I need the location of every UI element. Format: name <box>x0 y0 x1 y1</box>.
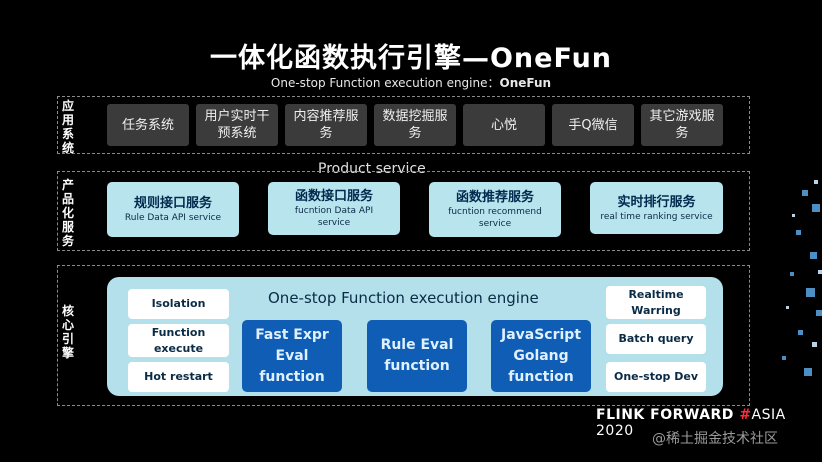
product-box-sub: real time ranking service <box>600 211 713 222</box>
engine-one-stop-dev: One-stop Dev <box>606 362 706 392</box>
product-box-rule-api: 规则接口服务 Rule Data API service <box>107 182 239 237</box>
engine-function-execute: Function execute <box>128 324 229 357</box>
product-service-layer <box>57 171 750 251</box>
product-service-title: Product service <box>318 161 426 177</box>
app-box-qq-wechat: 手Q微信 <box>552 104 634 146</box>
app-box-other-games: 其它游戏服务 <box>641 104 723 146</box>
page-subtitle: One-stop Function execution engine：OneFu… <box>0 74 822 91</box>
engine-js-golang: JavaScript Golang function <box>491 320 591 392</box>
footer-hash: # <box>739 407 752 423</box>
product-box-function-api: 函数接口服务 fucntion Data API service <box>268 182 400 235</box>
product-box-sub: fucntion recommend service <box>448 207 542 229</box>
app-box-task-system: 任务系统 <box>107 104 189 146</box>
product-box-sub: fucntion Data API service <box>294 206 374 228</box>
flink-forward-logo: FLINK FORWARD #ASIA 2020 <box>596 407 822 439</box>
engine-title: One-stop Function execution engine <box>268 289 539 307</box>
product-box-name: 函数接口服务 <box>294 189 373 204</box>
app-systems-layer <box>57 96 750 154</box>
engine-batch-query: Batch query <box>606 324 706 354</box>
engine-rule-eval: Rule Eval function <box>367 320 467 392</box>
product-box-name: 函数推荐服务 <box>455 190 534 205</box>
product-box-name: 规则接口服务 <box>133 196 212 211</box>
engine-isolation: Isolation <box>128 289 229 319</box>
subtitle-brand: OneFun <box>499 76 552 90</box>
page-title: 一体化函数执行引擎—OneFun <box>209 43 613 74</box>
footer-part1: FLINK FORWARD <box>596 407 740 423</box>
product-box-sub: Rule Data API service <box>124 213 222 223</box>
engine-realtime-warring: Realtime Warring <box>606 286 706 319</box>
product-box-function-recommend: 函数推荐服务 fucntion recommend service <box>429 182 561 237</box>
footer-part2: ASIA 2020 <box>596 407 786 439</box>
product-service-label: 产品化服务 <box>61 178 74 248</box>
app-box-data-mining: 数据挖掘服务 <box>374 104 456 146</box>
product-box-realtime-ranking: 实时排行服务 real time ranking service <box>590 182 723 234</box>
engine-hot-restart: Hot restart <box>128 362 229 392</box>
engine-fast-expr: Fast Expr Eval function <box>242 320 342 392</box>
core-engine-label: 核心引擎 <box>61 304 74 360</box>
product-box-name: 实时排行服务 <box>617 194 696 210</box>
app-box-content-recommend: 内容推荐服务 <box>285 104 367 146</box>
app-box-xinyue: 心悦 <box>463 104 545 146</box>
app-systems-label: 应用系统 <box>61 99 74 155</box>
core-engine-layer <box>57 265 750 406</box>
watermark: @稀土掘金技术社区 <box>652 431 778 447</box>
subtitle-text: One-stop Function execution engine： <box>270 76 500 90</box>
app-box-user-intervention: 用户实时干预系统 <box>196 104 278 146</box>
sparkle-decoration-icon <box>782 180 822 376</box>
